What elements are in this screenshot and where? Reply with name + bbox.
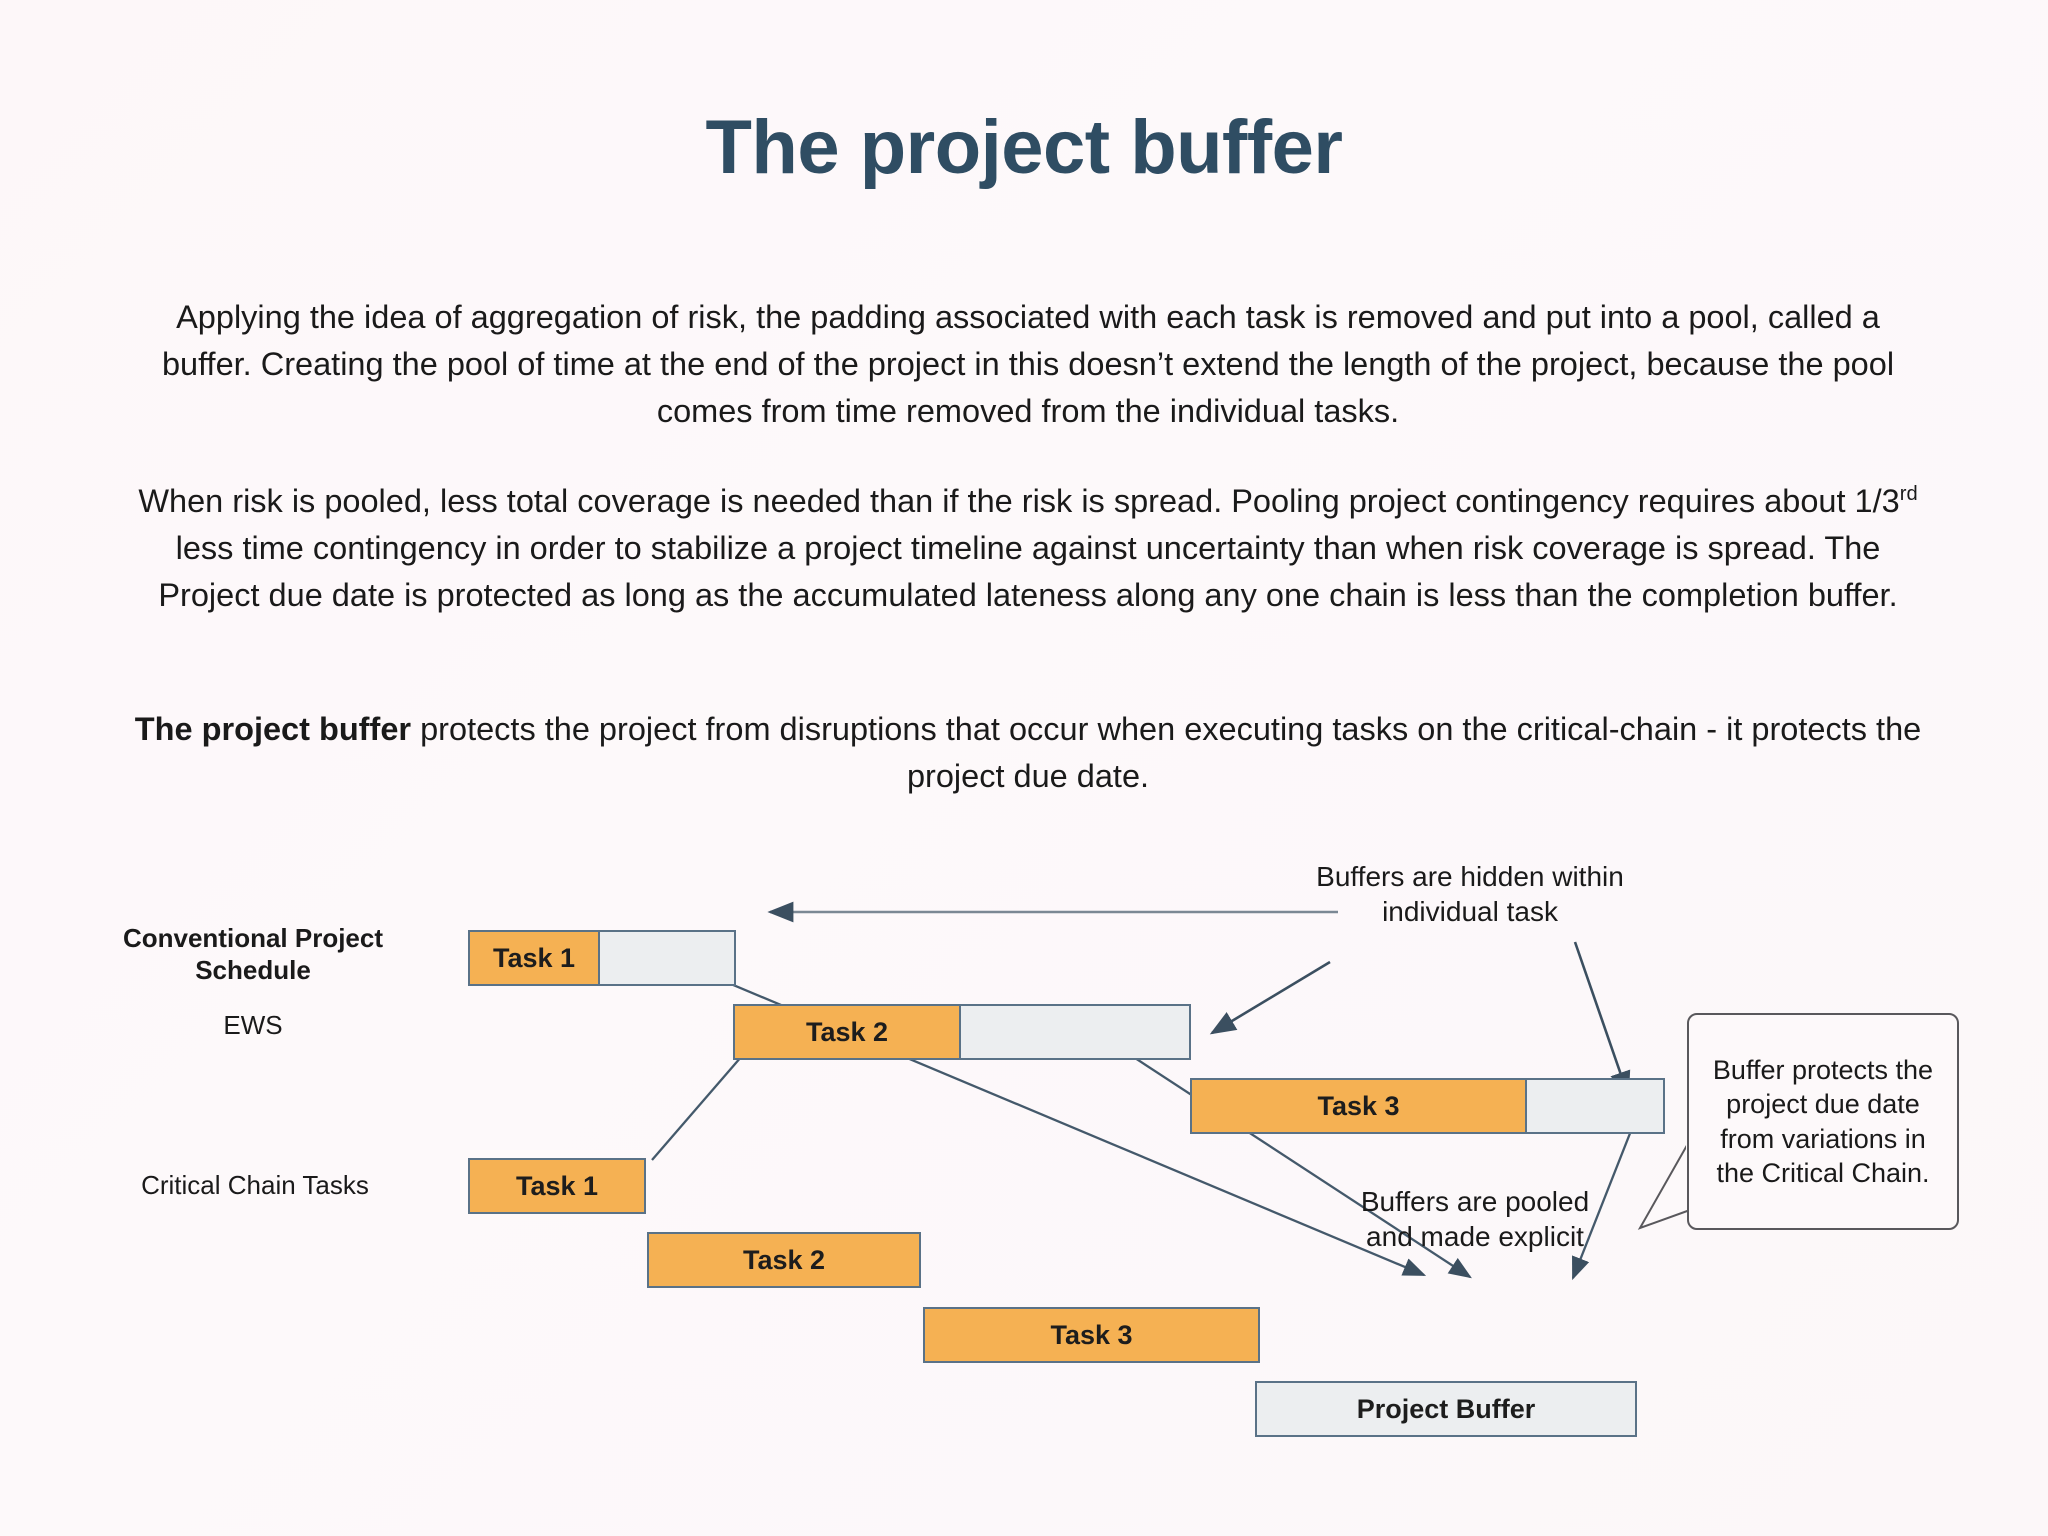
label-conventional-line1: Conventional Project: [122, 923, 384, 953]
conventional-task-1[interactable]: Task 1: [468, 930, 600, 986]
label-critical-chain-tasks: Critical Chain Tasks: [141, 1170, 369, 1200]
gantt-diagram: Conventional Project Schedule EWS Critic…: [0, 850, 2048, 1470]
label-conventional-project-schedule: Conventional Project Schedule: [78, 923, 428, 986]
annotation-buffers-pooled: Buffers are pooled and made explicit: [1310, 1185, 1640, 1254]
conventional-task-2[interactable]: Task 2: [733, 1004, 961, 1060]
critical-chain-task-3[interactable]: Task 3: [923, 1307, 1260, 1363]
label-conventional-line2: Schedule: [195, 954, 311, 985]
callout-tail: [1637, 1136, 1691, 1230]
annotation-pooled-line2: and made explicit: [1366, 1220, 1584, 1252]
arrow-hidden-to-task2: [1209, 960, 1331, 1035]
label-ews: EWS: [223, 1010, 283, 1040]
annotation-pooled-line1: Buffers are pooled: [1360, 1186, 1590, 1217]
arrow-hidden-to-task3: [1573, 941, 1631, 1098]
project-buffer-bar[interactable]: Project Buffer: [1255, 1381, 1637, 1437]
conventional-task-3[interactable]: Task 3: [1190, 1078, 1527, 1134]
paragraph-3-bold-lead: The project buffer: [134, 711, 412, 747]
conventional-task-2-buffer[interactable]: [959, 1004, 1191, 1060]
connector-task3-buffer-to-project-buffer: [1571, 1107, 1642, 1281]
conventional-task-1-buffer[interactable]: [598, 930, 736, 986]
connector-task2-buffer-to-project-buffer: [1079, 1021, 1472, 1279]
paragraph-2-part-b: less time contingency in order to stabil…: [158, 529, 1898, 613]
callout-text: Buffer protects the project due date fro…: [1712, 1055, 1934, 1188]
paragraph-3: The project buffer protects the project …: [128, 706, 1928, 800]
callout-buffer-protects: Buffer protects the project due date fro…: [1687, 1013, 1959, 1230]
annotation-hidden-line2: individual task: [1382, 895, 1558, 927]
paragraph-2: When risk is pooled, less total coverage…: [128, 478, 1928, 618]
paragraph-3-rest: protects the project from disruptions th…: [411, 711, 1922, 794]
critical-chain-task-2[interactable]: Task 2: [647, 1232, 921, 1288]
annotation-hidden-line1: Buffers are hidden within: [1316, 861, 1624, 892]
annotation-buffers-hidden: Buffers are hidden within individual tas…: [1255, 860, 1685, 929]
paragraph-2-part-a: When risk is pooled, less total coverage…: [138, 483, 1900, 519]
paragraph-1: Applying the idea of aggregation of risk…: [161, 299, 1895, 429]
critical-chain-task-1[interactable]: Task 1: [468, 1158, 646, 1214]
paragraph-2-superscript: rd: [1899, 483, 1918, 506]
page-title: The project buffer: [705, 105, 1343, 190]
conventional-task-3-buffer[interactable]: [1525, 1078, 1665, 1134]
